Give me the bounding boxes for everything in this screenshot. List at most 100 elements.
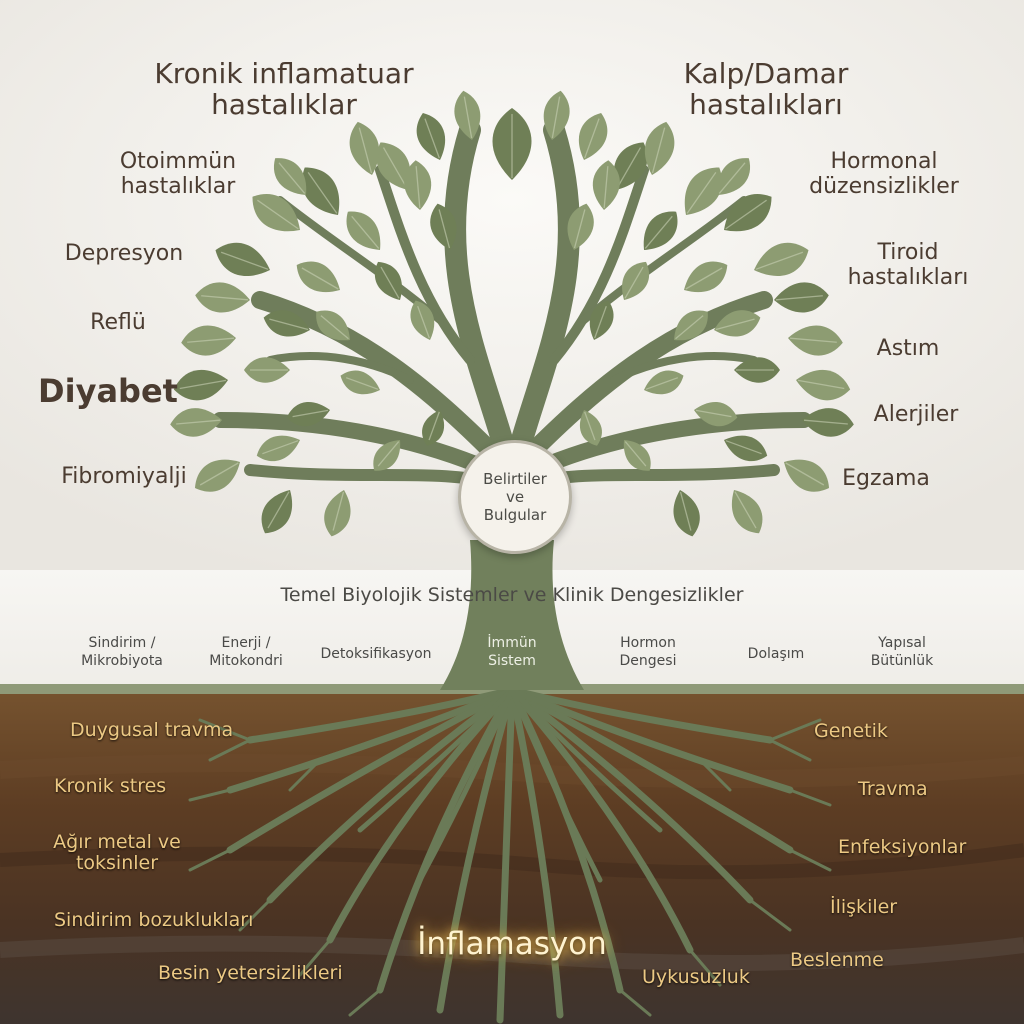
leaf-vein (685, 267, 723, 290)
root (698, 758, 732, 792)
leaf-vein (789, 337, 837, 343)
system-label: İmmün Sistem (487, 635, 537, 669)
leaf-vein (382, 147, 408, 189)
branch (538, 464, 780, 486)
leaf-vein (775, 295, 823, 301)
roots-title: İnflamasyon (417, 926, 607, 962)
branch (444, 119, 516, 461)
branch (266, 352, 414, 384)
root-cause-label: Beslenme (790, 949, 884, 971)
system-label: Dolaşım (747, 646, 805, 662)
root (788, 788, 832, 807)
root (508, 686, 564, 1019)
roots (188, 686, 832, 1024)
root-cause-label: Genetik (814, 720, 888, 742)
leaf-vein (292, 409, 329, 418)
symptom-label: Hormonal düzensizlikler (809, 149, 959, 199)
leaf-vein (176, 419, 221, 425)
root-cause-label: Besin yetersizlikleri (158, 962, 343, 984)
root (496, 686, 516, 1024)
symptom-label: Otoimmün hastalıklar (119, 149, 237, 199)
symptom-label: Depresyon (64, 241, 184, 266)
leaf-vein (332, 491, 345, 531)
leaf-vein (351, 215, 380, 249)
root (768, 718, 822, 742)
root (768, 738, 812, 762)
leaf-vein (594, 305, 607, 339)
leaf-vein (377, 441, 400, 467)
leaf-vein (424, 118, 440, 159)
leaf-vein (428, 411, 440, 441)
root (357, 687, 515, 833)
leaf-vein (785, 462, 825, 486)
leaf-vein (201, 295, 249, 301)
leaf-vein (345, 377, 379, 390)
root (288, 758, 322, 792)
leaf-vein (715, 318, 755, 331)
leaf-vein (645, 377, 679, 390)
system-label: Hormon Dengesi (619, 635, 677, 669)
leaf-vein (257, 199, 299, 230)
root (208, 738, 252, 762)
root (376, 686, 516, 994)
leaf-vein (679, 491, 692, 531)
leaf-vein (415, 166, 421, 209)
root (618, 988, 652, 1017)
leaf-vein (463, 96, 473, 139)
leaf-vein (675, 315, 704, 340)
symptom-label: Alerjiler (873, 402, 959, 427)
leaf-vein (651, 127, 666, 174)
leaf-vein (187, 337, 235, 343)
leaf-vein (624, 441, 647, 467)
leaf-vein (584, 411, 596, 441)
leaf-vein (725, 440, 762, 455)
system-label: Yapısal Bütünlük (870, 635, 934, 669)
trunk (440, 540, 584, 690)
systems-band-title: Temel Biyolojik Sistemler ve Klinik Deng… (280, 584, 744, 606)
symptom-label: Kalp/Damar hastalıkları (683, 57, 849, 122)
branch (508, 119, 580, 461)
system-label: Enerji / Mitokondri (209, 635, 283, 669)
root (788, 848, 832, 872)
leaf-vein (551, 96, 561, 139)
symptom-label: Reflü (90, 310, 146, 335)
leaf-vein (380, 266, 400, 299)
root-cause-label: Sindirim bozuklukları (54, 909, 254, 931)
root-cause-label: Enfeksiyonlar (838, 836, 967, 858)
leaf-vein (695, 409, 732, 418)
root (188, 788, 232, 802)
root (508, 686, 754, 904)
branch (526, 412, 812, 478)
root (188, 848, 232, 872)
leaf-vein (616, 147, 642, 189)
leaf-vein (358, 127, 373, 174)
branch (520, 291, 773, 464)
symptom-label: Tiroid hastalıkları (847, 240, 969, 290)
symptom-label: Egzama (842, 466, 930, 491)
branch (244, 464, 486, 486)
root (298, 938, 332, 977)
root (508, 686, 774, 744)
root (748, 898, 792, 932)
soil-stratum (0, 935, 1024, 971)
root-cause-label: Duygusal travma (70, 719, 234, 741)
leaf-vein (734, 491, 757, 529)
leaf-vein (725, 199, 767, 230)
leaf-vein (686, 172, 717, 214)
root-cause-label: Uykusuzluk (642, 966, 750, 988)
leaf-vein (220, 251, 269, 270)
system-label: Detoksifikasyon (320, 646, 432, 662)
root-cause-label: Ağır metal ve toksinler (53, 831, 181, 875)
root-cause-label: Kronik stres (54, 775, 167, 797)
branch (375, 165, 475, 365)
leaf-vein (278, 162, 306, 194)
root (246, 686, 516, 744)
leaf-vein (320, 315, 349, 340)
root (266, 686, 516, 904)
leaf-vein (797, 379, 845, 390)
branch (212, 412, 498, 478)
leaf-vein (262, 440, 299, 455)
leaf-vein (438, 209, 451, 249)
system-label: Sindirim / Mikrobiyota (81, 635, 163, 669)
symptom-label: Diyabet (38, 372, 178, 410)
